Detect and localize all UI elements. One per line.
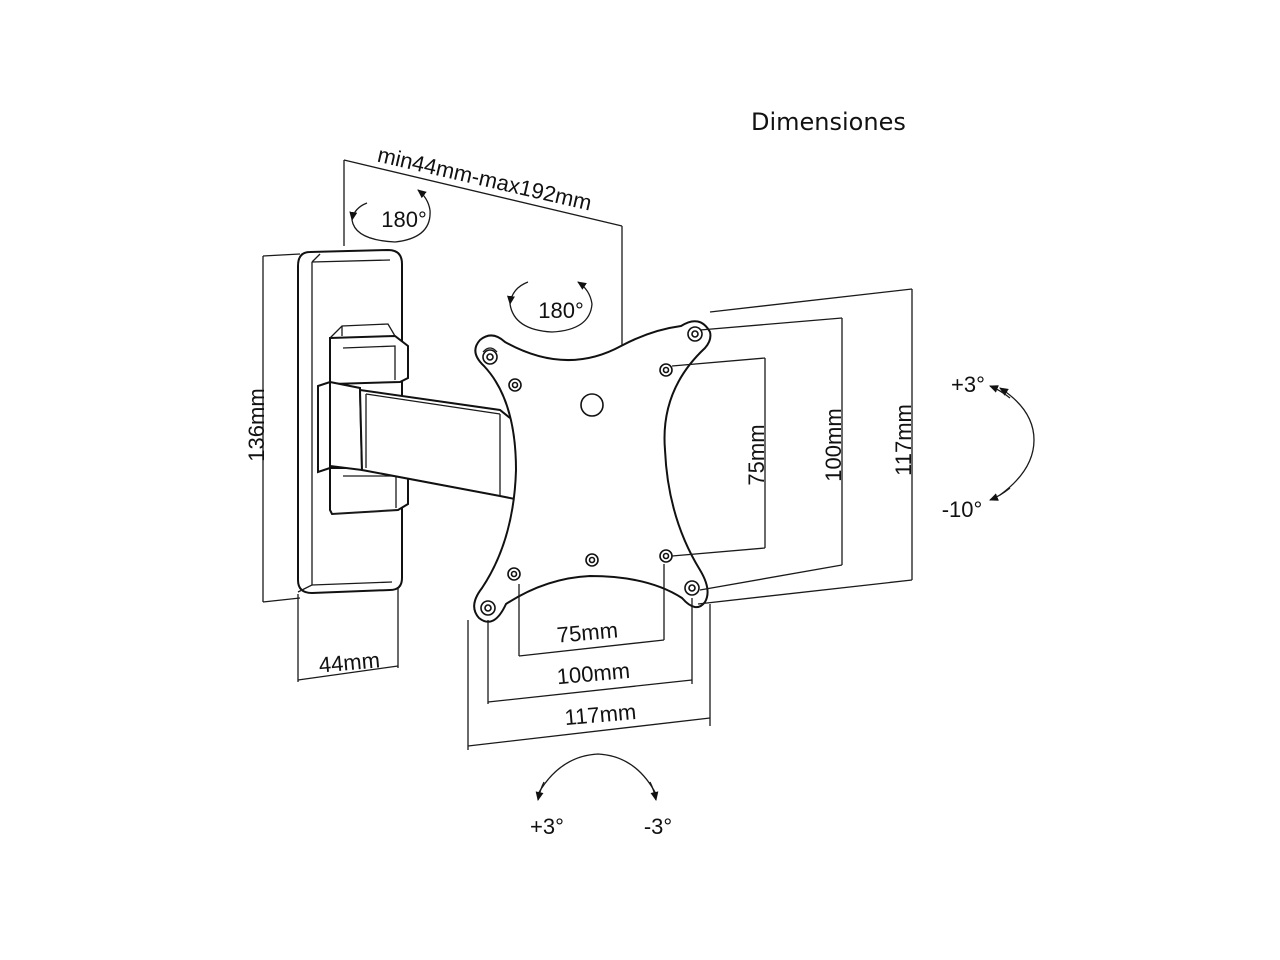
rotation-plate-swivel-label: 180° (538, 298, 584, 323)
dim-vesa-horizontal-117: 117mm (467, 604, 711, 750)
dim-wall-plate-height: 136mm (244, 253, 301, 603)
rotation-tilt-up-label: +3° (951, 372, 985, 397)
dim-vesa-horizontal-100-label: 100mm (556, 658, 631, 689)
rotation-left-label: +3° (530, 814, 564, 839)
dim-vesa-vertical-100: 100mm (699, 317, 846, 591)
hinge-block-lower (329, 467, 409, 516)
dim-arm-extension-label: min44mm-max192mm (375, 142, 594, 216)
rotation-right-label: -3° (644, 814, 672, 839)
dim-vesa-horizontal-117-label: 117mm (564, 699, 638, 730)
rotation-level: +3° -3° (530, 753, 672, 839)
dim-vesa-vertical-117: 117mm (697, 288, 916, 605)
rotation-tilt: +3° -10° (942, 372, 1035, 522)
page-title: Dimensiones (751, 108, 906, 136)
dim-wall-plate-depth: 44mm (297, 588, 399, 682)
rotation-tilt-down-label: -10° (942, 497, 983, 522)
rotation-arm-swivel: 180° (349, 189, 431, 243)
dim-vesa-vertical-100-label: 100mm (821, 408, 846, 481)
rotation-plate-swivel: 180° (507, 281, 593, 333)
rotation-arm-swivel-label: 180° (381, 207, 427, 232)
vesa-holes (480, 326, 703, 616)
hinge-block-upper (329, 323, 409, 386)
dim-vesa-vertical-117-label: 117mm (891, 404, 916, 476)
dim-wall-plate-height-label: 136mm (244, 388, 269, 461)
dim-vesa-horizontal-75: 75mm (518, 564, 665, 657)
dim-vesa-vertical-75-label: 75mm (744, 424, 769, 485)
dim-vesa-vertical-75: 75mm (671, 357, 769, 557)
swing-arm (358, 388, 521, 502)
dim-vesa-horizontal-75-label: 75mm (556, 617, 619, 647)
dim-wall-plate-depth-label: 44mm (318, 647, 381, 677)
pivot-column (317, 380, 364, 474)
vesa-plate (473, 320, 712, 623)
